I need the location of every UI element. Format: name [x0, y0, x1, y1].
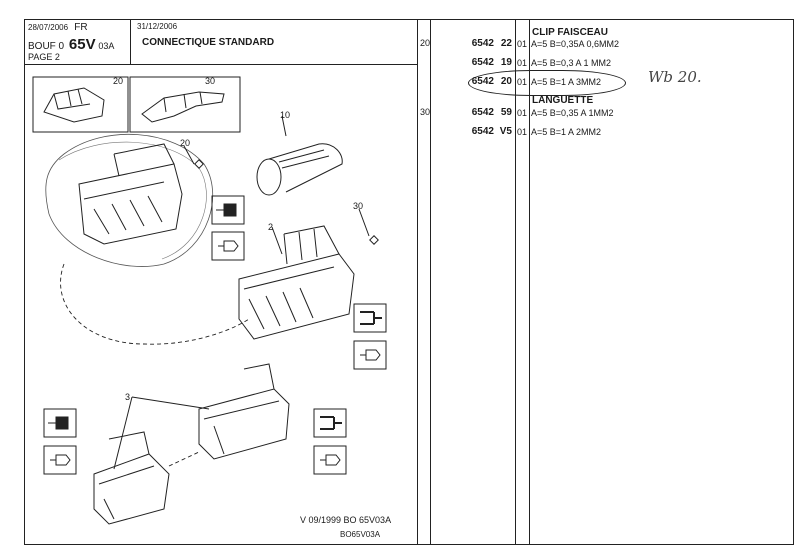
grommet-10	[256, 143, 343, 196]
callout-20: 20	[180, 138, 191, 148]
part-desc: A=5 B=0,35 A 1MM2	[531, 108, 614, 118]
part-desc: A=5 B=1 A 3MM2	[531, 77, 602, 87]
part-index: 01	[517, 127, 528, 137]
part-ref: 6542	[471, 38, 494, 49]
part-index: 01	[517, 108, 528, 118]
connector-20	[78, 143, 183, 245]
part-suffix: V5	[499, 126, 512, 137]
callout-20-inset: 20	[113, 76, 124, 86]
page-number: PAGE 2	[28, 52, 60, 62]
header-split	[130, 19, 131, 64]
item-number-30: 30	[420, 107, 431, 117]
header-divider	[24, 64, 417, 65]
symbol-box-plug-3	[43, 408, 77, 438]
symbol-box-plug-20	[211, 195, 245, 225]
part-suffix: 59	[500, 107, 512, 118]
part-desc: A=5 B=0,35A 0,6MM2	[531, 39, 620, 49]
model-line: BOUF 0 65V 03A	[28, 36, 114, 53]
symbol-box-tab-2	[353, 340, 387, 370]
part-index: 01	[517, 39, 528, 49]
section-title-clip: CLIP FAISCEAU	[532, 27, 608, 38]
footer-version: V 09/1999 BO 65V03A	[300, 515, 392, 525]
symbol-box-tab-3	[313, 445, 347, 475]
col-item-line	[430, 19, 431, 545]
inset-clip-20	[32, 76, 129, 133]
part-suffix: 20	[500, 76, 512, 87]
date-left: 28/07/2006	[28, 23, 69, 32]
callout-30-inset: 30	[205, 76, 216, 86]
model-suffix: 03A	[98, 41, 115, 51]
symbol-box-socket-3	[313, 408, 347, 438]
model-prefix: BOUF 0	[28, 41, 65, 52]
lang-code: FR	[74, 22, 88, 33]
part-ref: 6542	[471, 126, 494, 137]
footer-code: BO65V03A	[340, 530, 381, 539]
symbol-box-socket-2	[353, 303, 387, 333]
callout-2: 2	[268, 222, 274, 232]
connector-3-female	[93, 431, 170, 525]
model-code: 65V	[68, 36, 96, 53]
page-title: CONNECTIQUE STANDARD	[142, 37, 275, 48]
inset-tab-30	[129, 76, 241, 133]
date-right: 31/12/2006	[137, 22, 178, 31]
col-ref-line	[515, 19, 516, 545]
panel-divider	[417, 19, 418, 545]
part-suffix: 19	[500, 57, 512, 68]
connector-2	[238, 225, 355, 340]
part-index: 01	[517, 77, 528, 87]
callout-10: 10	[280, 110, 291, 120]
part-ref: 6542	[471, 107, 494, 118]
section-title-languette: LANGUETTE	[532, 95, 594, 106]
item-number-20: 20	[420, 38, 431, 48]
callout-30: 30	[353, 201, 364, 211]
symbol-box-terminal-3	[43, 445, 77, 475]
part-desc: A=5 B=0,3 A 1 MM2	[531, 58, 612, 68]
part-desc: A=5 B=1 A 2MM2	[531, 127, 602, 137]
page-frame	[24, 19, 794, 545]
handwritten-note: Wb 20.	[648, 68, 702, 86]
part-ref: 6542	[471, 57, 494, 68]
circled-selection	[468, 70, 626, 96]
col-index-line	[529, 19, 530, 545]
callout-3: 3	[125, 392, 131, 402]
connector-diagram	[32, 76, 387, 525]
header-date-left: 28/07/2006 FR	[28, 22, 88, 33]
symbol-box-terminal-20	[211, 231, 245, 261]
connector-3-male	[198, 363, 290, 460]
part-suffix: 22	[500, 38, 512, 49]
part-index: 01	[517, 58, 528, 68]
part-ref: 6542	[471, 76, 494, 87]
